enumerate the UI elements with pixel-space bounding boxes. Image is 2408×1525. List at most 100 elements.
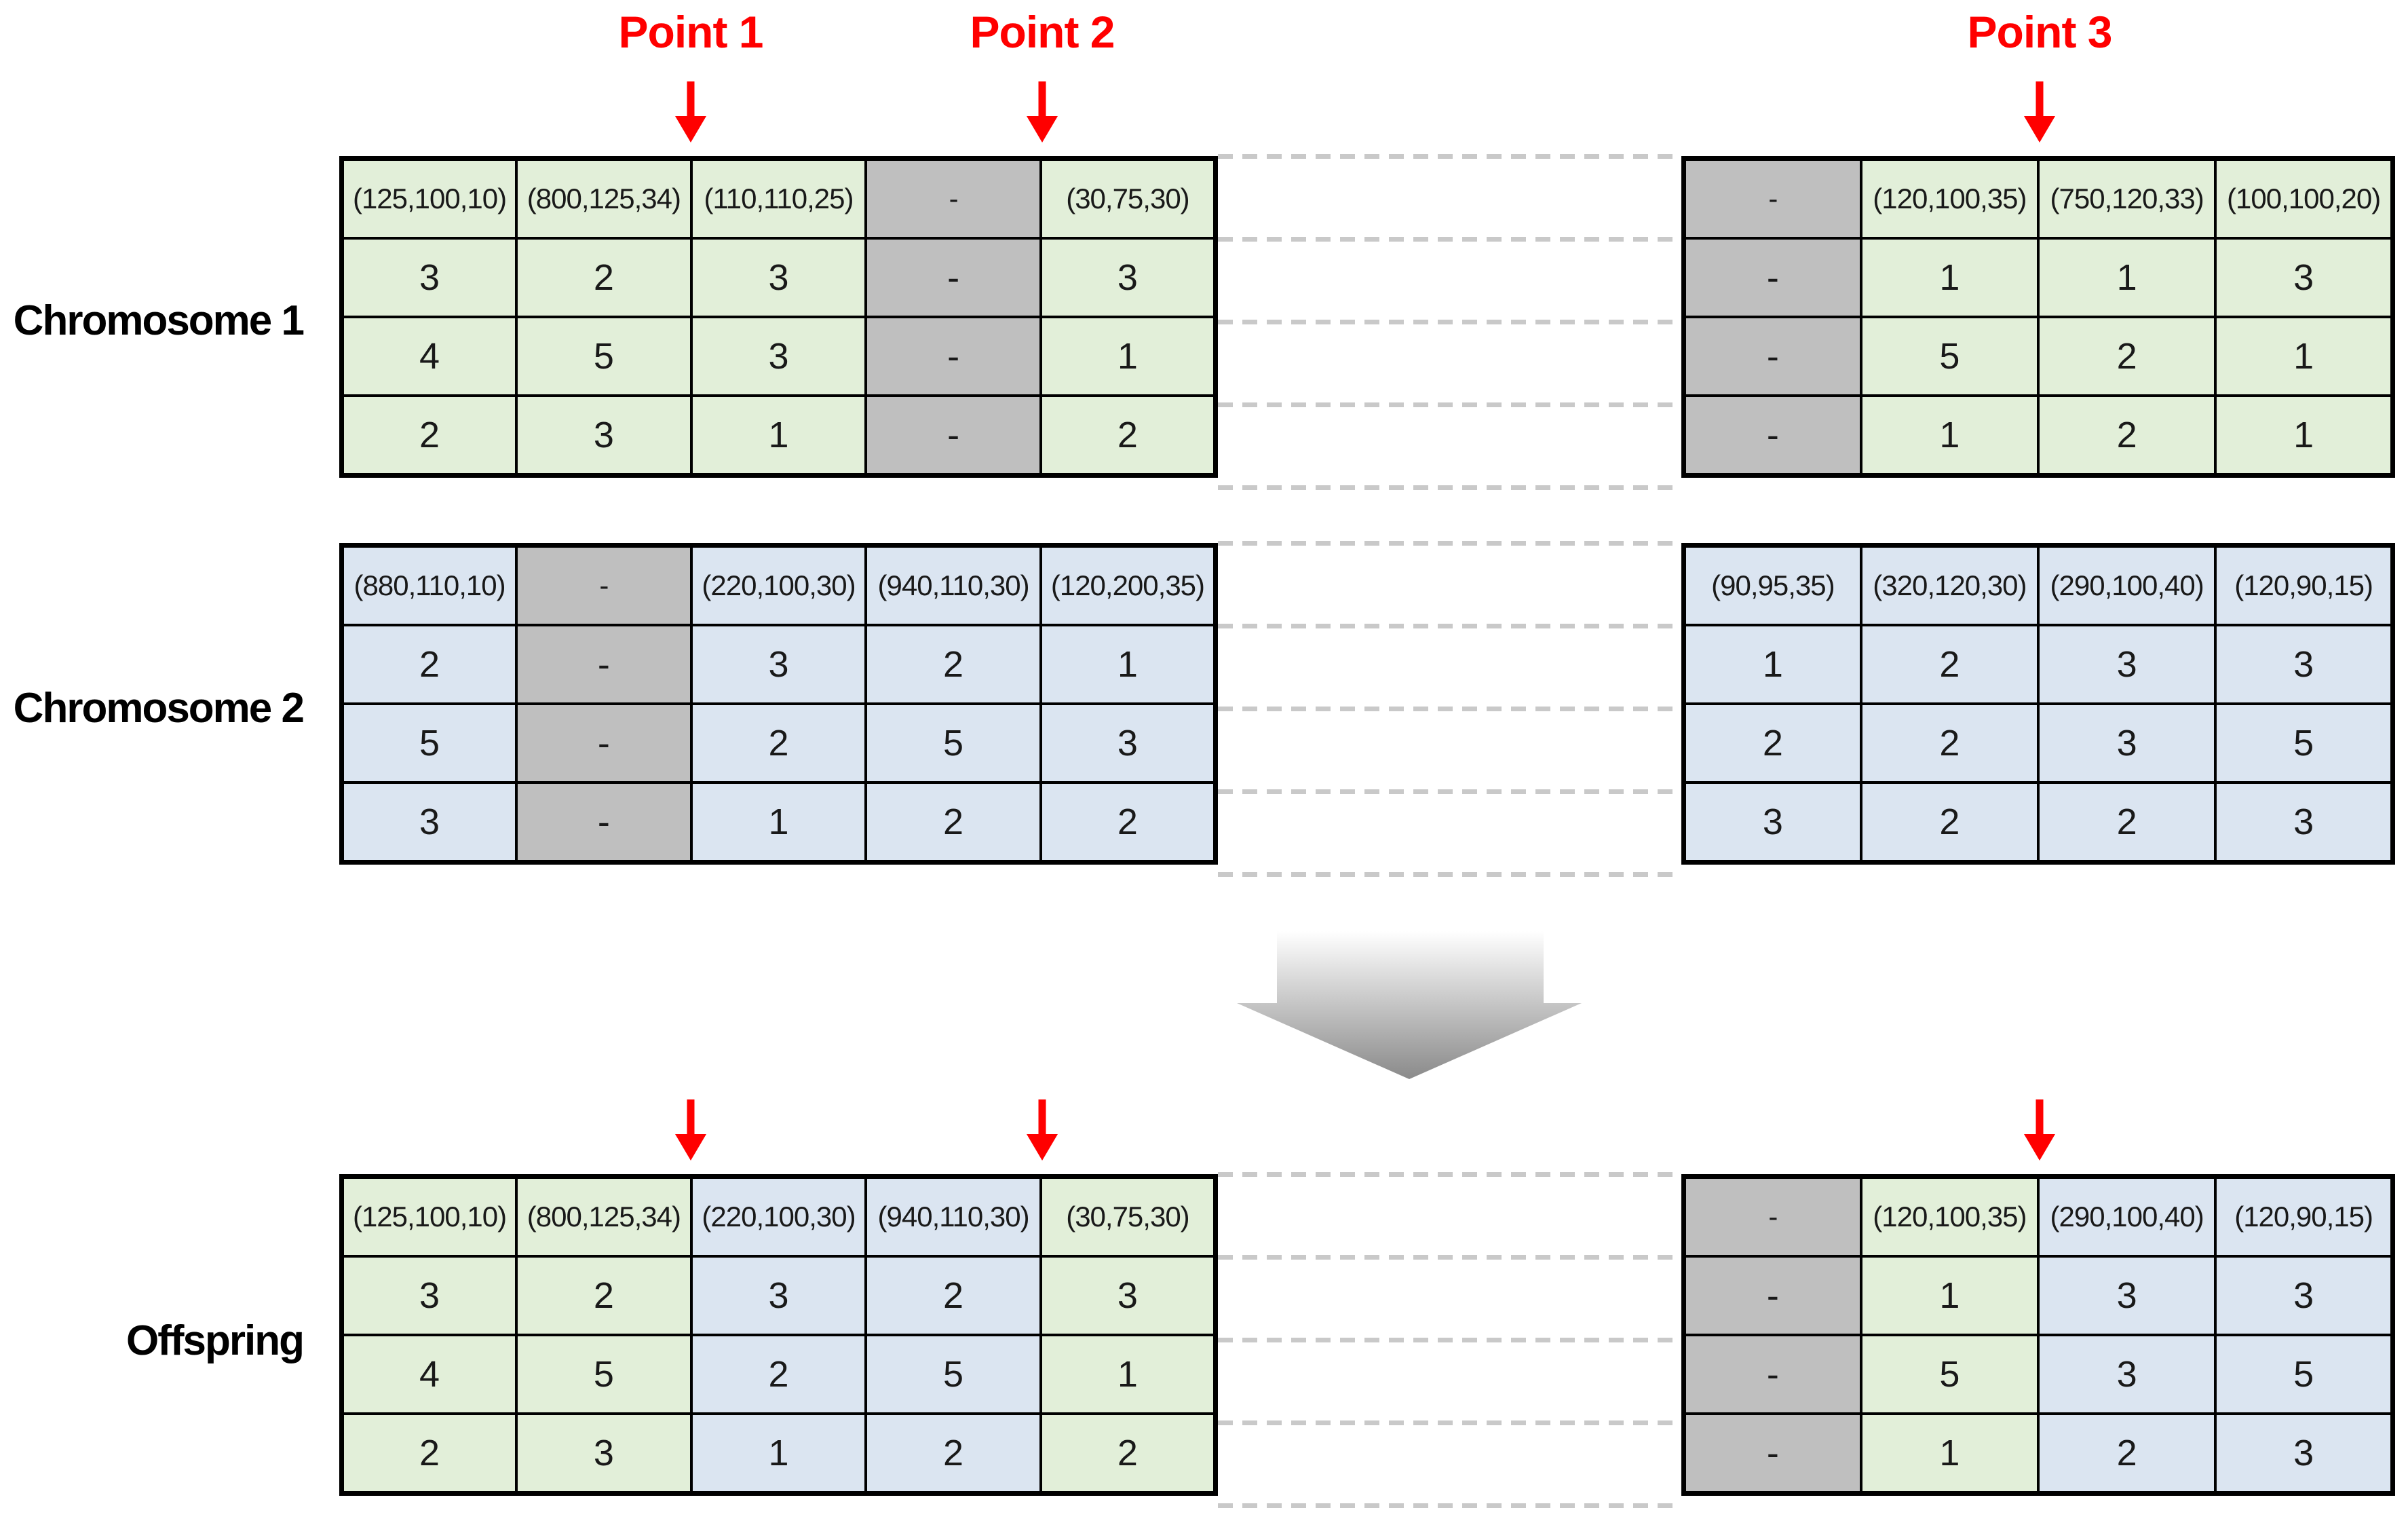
gene-cell: 3 [1682,781,1862,864]
chromosome-2-left-table: (880,110,10) - (220,100,30) (940,110,30)… [339,543,1218,865]
gene-cell: 2 [1039,781,1217,864]
offspring-left-table: (125,100,10) (800,125,34) (220,100,30) (… [339,1174,1218,1496]
gene-cell: (120,100,35) [1859,157,2040,240]
offspring-cut-1-arrow-icon [675,1099,706,1161]
gene-cell: 3 [340,1255,518,1336]
gene-cell: (30,75,30) [1039,157,1217,240]
gene-cell: 2 [515,1255,693,1336]
gene-cell: 1 [2214,316,2394,397]
crossover-transform-arrow-icon [1237,931,1582,1079]
gene-cell: 3 [2214,624,2394,705]
gene-cell: 2 [340,394,518,477]
row-connector-dashed-line [1218,789,1681,794]
gene-cell: 5 [2214,1334,2394,1415]
gene-cell: (30,75,30) [1039,1175,1217,1258]
gene-cell: (90,95,35) [1682,544,1862,626]
chromosome-1-right-table: - (120,100,35) (750,120,33) (100,100,20)… [1681,156,2395,478]
gene-cell: 1 [689,781,868,864]
gene-cell: 2 [515,237,693,318]
gene-cell: 3 [515,1412,693,1495]
gene-cell: 3 [2214,1255,2394,1336]
gene-cell: - [864,394,1042,477]
chromosome-2-right-table: (90,95,35) (320,120,30) (290,100,40) (12… [1681,543,2395,865]
gene-cell: (940,110,30) [864,1175,1042,1258]
row-connector-dashed-line [1218,624,1681,628]
gene-cell: 2 [864,1255,1042,1336]
gene-cell: (750,120,33) [2036,157,2217,240]
gene-cell: 2 [689,702,868,784]
gene-cell: 2 [1859,781,2040,864]
band-label-chromosome-1: Chromosome 1 [13,297,305,344]
gene-cell: 3 [2036,624,2217,705]
gene-cell: 1 [1859,1412,2040,1495]
row-connector-dashed-line [1218,237,1681,242]
band-label-chromosome-2: Chromosome 2 [13,685,305,732]
gene-cell: - [1682,394,1862,477]
gene-cell: - [1682,1175,1862,1258]
gene-cell: - [515,781,693,864]
gene-cell: - [1682,316,1862,397]
gene-cell: - [864,157,1042,240]
row-connector-dashed-line [1218,485,1681,490]
gene-cell: - [515,624,693,705]
gene-cell: (320,120,30) [1859,544,2040,626]
gene-cell: 3 [689,624,868,705]
gene-cell: 2 [864,1412,1042,1495]
gene-cell: 5 [1859,1334,2040,1415]
gene-cell: (290,100,40) [2036,544,2217,626]
gene-cell: 3 [1039,1255,1217,1336]
gene-cell: 1 [689,1412,868,1495]
gene-cell: 2 [1039,394,1217,477]
gene-cell: 5 [515,1334,693,1415]
point-2-arrow-icon [1027,81,1058,143]
gene-cell: (800,125,34) [515,157,693,240]
gene-cell: 2 [2036,394,2217,477]
gene-cell: 1 [1859,1255,2040,1336]
row-connector-dashed-line [1218,872,1681,877]
offspring-cut-2-arrow-icon [1027,1099,1058,1161]
gene-cell: 4 [340,316,518,397]
point-1-label: Point 1 [618,7,763,57]
gene-cell: (120,100,35) [1859,1175,2040,1258]
gene-cell: 1 [1039,1334,1217,1415]
gene-cell: 5 [515,316,693,397]
gene-cell: 1 [2214,394,2394,477]
gene-cell: 1 [2036,237,2217,318]
gene-cell: 4 [340,1334,518,1415]
offspring-right-table: - (120,100,35) (290,100,40) (120,90,15) … [1681,1174,2395,1496]
gene-cell: 3 [340,781,518,864]
gene-cell: 3 [515,394,693,477]
gene-cell: - [1682,1255,1862,1336]
gene-cell: 1 [1682,624,1862,705]
gene-cell: 2 [2036,1412,2217,1495]
gene-cell: 3 [1039,237,1217,318]
row-connector-dashed-line [1218,1420,1681,1425]
point-1-arrow-icon [675,81,706,143]
point-2-label: Point 2 [970,7,1115,57]
gene-cell: (880,110,10) [340,544,518,626]
row-connector-dashed-line [1218,1338,1681,1342]
row-connector-dashed-line [1218,320,1681,324]
gene-cell: 5 [864,1334,1042,1415]
gene-cell: 3 [2214,781,2394,864]
row-connector-dashed-line [1218,541,1681,546]
gene-cell: 2 [1682,702,1862,784]
gene-cell: 2 [1039,1412,1217,1495]
gene-cell: 1 [1039,316,1217,397]
gene-cell: (125,100,10) [340,1175,518,1258]
gene-cell: 3 [689,1255,868,1336]
offspring-cut-3-arrow-icon [2024,1099,2055,1161]
chromosome-1-left-table: (125,100,10) (800,125,34) (110,110,25) -… [339,156,1218,478]
gene-cell: 3 [2214,237,2394,318]
gene-cell: (120,90,15) [2214,1175,2394,1258]
row-connector-dashed-line [1218,154,1681,159]
gene-cell: 2 [340,624,518,705]
gene-cell: 2 [1859,702,2040,784]
gene-cell: - [1682,237,1862,318]
gene-cell: (110,110,25) [689,157,868,240]
gene-cell: 2 [864,781,1042,864]
gene-cell: 2 [864,624,1042,705]
gene-cell: 2 [689,1334,868,1415]
gene-cell: 3 [1039,702,1217,784]
